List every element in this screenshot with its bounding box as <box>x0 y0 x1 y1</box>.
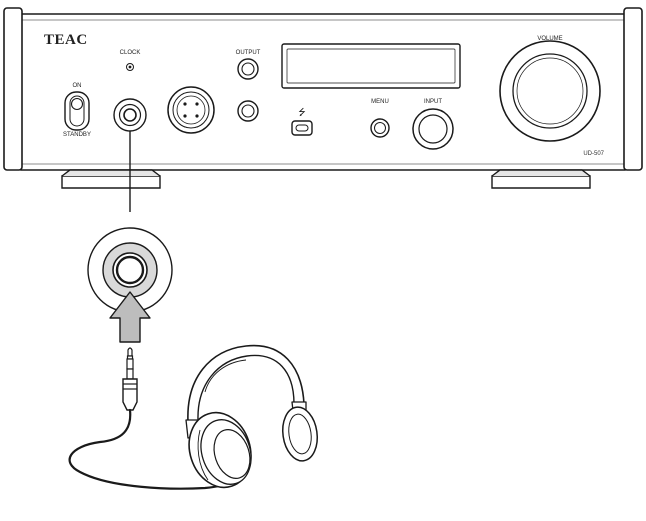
right-side-rail <box>623 7 643 171</box>
xlr-balanced-output[interactable] <box>167 86 215 134</box>
input-label: INPUT <box>424 99 442 105</box>
power-on-label: ON <box>73 83 82 89</box>
menu-button[interactable] <box>370 118 390 138</box>
right-foot-top <box>491 169 591 177</box>
usb-c-port[interactable] <box>291 120 313 136</box>
output-jack-upper[interactable] <box>237 58 259 80</box>
menu-label: MENU <box>371 99 389 105</box>
volume-knob[interactable] <box>499 40 601 142</box>
output-label: OUTPUT <box>236 50 261 56</box>
device-front-panel <box>3 7 643 171</box>
right-foot <box>491 175 591 189</box>
headphones-icon <box>185 344 318 489</box>
volume-label: VOLUME <box>537 36 562 42</box>
left-foot <box>61 175 161 189</box>
clock-led-icon <box>126 63 134 71</box>
device-headphone-jack[interactable] <box>113 98 147 132</box>
insert-direction-arrow-icon <box>109 291 151 343</box>
left-side-rail <box>3 7 23 171</box>
power-standby-label: STANDBY <box>63 132 91 138</box>
power-switch[interactable] <box>64 91 90 131</box>
left-foot-top <box>61 169 161 177</box>
device-feet <box>61 169 591 189</box>
display-window <box>281 43 461 89</box>
brand-logo: TEAC <box>44 32 88 48</box>
headphone-plug-icon <box>122 347 138 411</box>
usb-icon: ⭍ <box>298 107 306 117</box>
model-label: UD-507 <box>583 151 604 157</box>
input-knob[interactable] <box>412 108 454 150</box>
output-jack-lower[interactable] <box>237 100 259 122</box>
clock-label: CLOCK <box>120 50 141 56</box>
